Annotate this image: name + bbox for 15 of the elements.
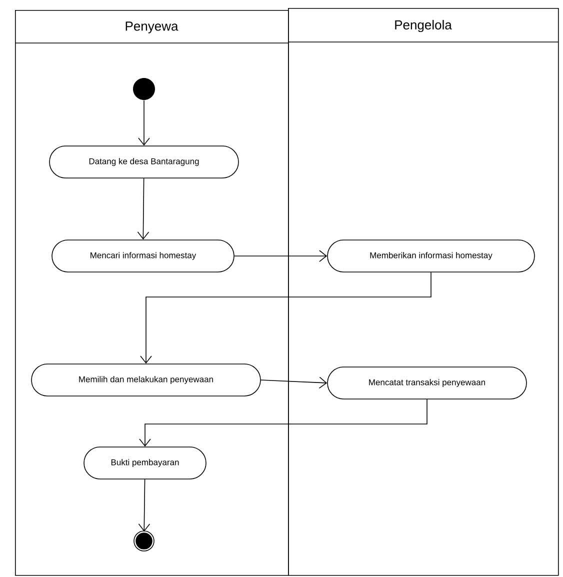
arrow: [138, 100, 150, 146]
activity-box: Mencatat transaksi penyewaan: [327, 366, 527, 400]
end-node: [134, 530, 154, 552]
arrow: [140, 272, 432, 364]
activity-box: Memberikan informasi homestay: [327, 240, 535, 272]
arrow: [137, 178, 150, 240]
activity-box: Mencari informasi homestay: [52, 240, 234, 272]
arrow: [260, 376, 328, 389]
arrow: [138, 479, 150, 532]
activity-box: Bukti pembayaran: [84, 446, 206, 480]
activity-box: Memilih dan melakukan penyewaan: [31, 364, 261, 396]
start-node: [133, 78, 155, 100]
arrow: [234, 250, 328, 262]
activity-box: Datang ke desa Bantaragung: [49, 146, 239, 178]
arrow: [139, 399, 428, 447]
